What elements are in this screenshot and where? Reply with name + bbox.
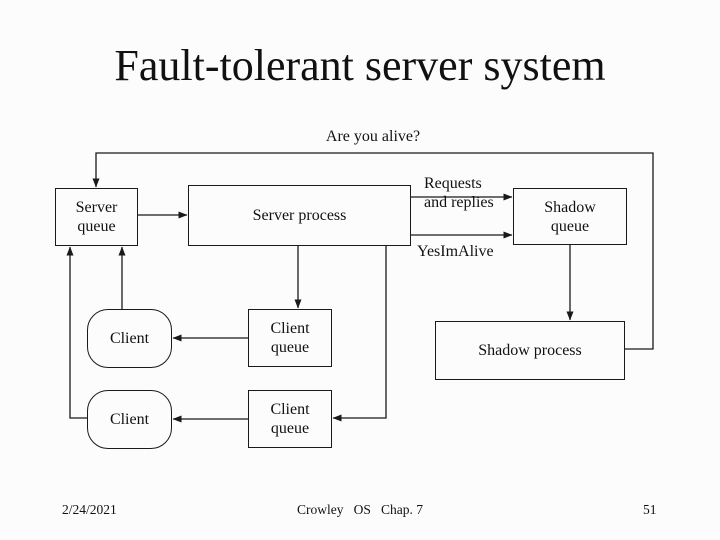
edge-are-you-alive-loop [92, 152, 654, 350]
client-1-box: Client [87, 309, 172, 368]
client-2-box: Client [87, 390, 172, 449]
yes-im-alive-label: YesImAlive [417, 243, 494, 260]
client-queue-1-box: Client queue [248, 309, 332, 367]
are-you-alive-label: Are you alive? [325, 128, 421, 145]
requests-and-replies-label: Requests and replies [424, 175, 494, 211]
edge-client-2-to-server-queue [66, 246, 87, 419]
server-queue-box: Server queue [55, 188, 138, 246]
footer-page-number: 51 [643, 502, 657, 517]
footer-date: 2/24/2021 [62, 502, 117, 517]
shadow-process-box: Shadow process [435, 321, 625, 380]
shadow-queue-box: Shadow queue [513, 188, 627, 245]
footer-credit: Crowley OS Chap. 7 [297, 502, 423, 517]
slide-title: Fault-tolerant server system [114, 41, 606, 90]
client-queue-2-box: Client queue [248, 390, 332, 448]
server-process-box: Server process [188, 185, 411, 246]
edge-server-process-to-client-queue-2 [332, 246, 387, 422]
